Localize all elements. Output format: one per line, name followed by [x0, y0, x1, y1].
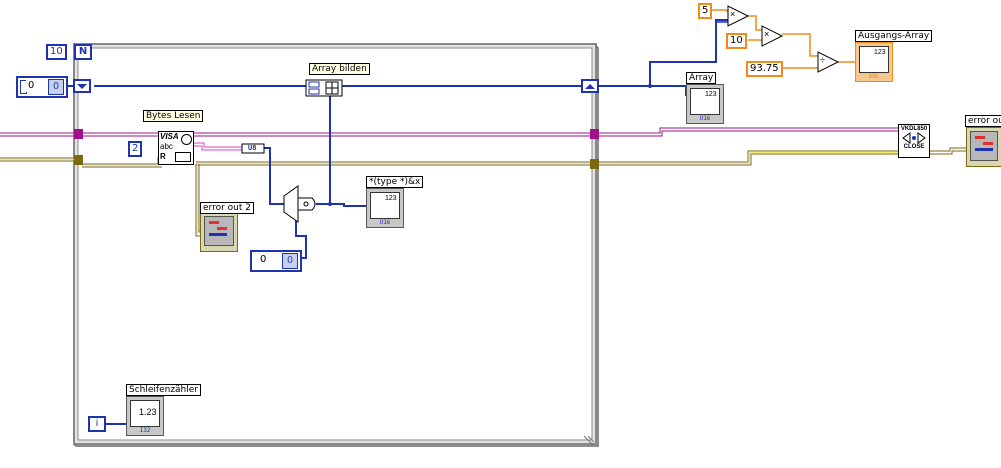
ausgangs-array-screen: 123 [859, 46, 889, 73]
init-index-constant[interactable]: 0 0 [250, 250, 302, 272]
array-foot: U16 [699, 115, 711, 122]
wire-junction [648, 84, 652, 88]
error-wire-highlight [0, 152, 898, 234]
dbl-wires [712, 9, 856, 69]
close-node[interactable]: VKDL850 CLOSE [898, 124, 930, 158]
visa-wire [0, 127, 898, 137]
loop-count-terminal[interactable]: N [74, 44, 92, 60]
iteration-terminal[interactable]: i [88, 416, 106, 432]
schleifenzaehler-indicator[interactable]: 1.23 I32 [126, 396, 164, 436]
close-node-icon [899, 132, 929, 144]
error-out-indicator[interactable] [966, 127, 1001, 167]
array-subset-node[interactable] [283, 185, 316, 223]
shift-register-left[interactable] [73, 79, 91, 93]
string-wire [192, 142, 242, 151]
schleifenzaehler-screen: 1.23 [130, 400, 160, 427]
init-index-value: 0 [260, 254, 267, 265]
error-out-screen [970, 131, 998, 161]
array-label: Array [686, 72, 717, 84]
read-bytes-label: Bytes Lesen [143, 110, 204, 122]
init-index-element: 0 [282, 253, 298, 269]
init-array-index: 0 [26, 80, 37, 92]
schleifenzaehler-foot: I32 [139, 427, 151, 434]
error-tunnel-right[interactable] [590, 159, 599, 169]
constant-10[interactable]: 10 [726, 33, 747, 49]
cast-output-indicator[interactable]: 123 U16 [366, 188, 404, 228]
array-indicator[interactable]: 123 U16 [686, 84, 724, 124]
close-node-label: CLOSE [903, 144, 925, 150]
close-node-title: VKDL850 [900, 126, 928, 132]
constant-5[interactable]: 5 [698, 3, 713, 19]
visa-tunnel-right[interactable] [590, 129, 599, 139]
ausgangs-array-label: Ausgangs-Array [855, 30, 933, 42]
error-out-label: error out [965, 115, 1001, 127]
cast-output-label: *(type *)&x [366, 176, 424, 188]
visa-read-title: VISA [160, 132, 179, 141]
divide-symbol: ÷ [820, 55, 825, 65]
schleifenzaehler-numeric: 1.23 [139, 407, 157, 417]
wire-junction [328, 202, 332, 206]
error-out-2-screen [204, 216, 234, 246]
multiply-node-2[interactable] [761, 25, 784, 47]
build-array-node[interactable] [305, 79, 343, 97]
build-array-label: Array bilden [309, 63, 370, 75]
multiply-symbol-1: × [730, 9, 736, 19]
schleifenzaehler-label: Schleifenzähler [126, 384, 201, 396]
clock-icon [181, 134, 192, 145]
type-cast-label: U8 [248, 144, 257, 152]
buffer-icon [175, 152, 191, 162]
visa-read-type: abc [160, 142, 173, 151]
visa-read-r: R [160, 152, 166, 161]
visa-tunnel-left[interactable] [74, 129, 83, 139]
ausgangs-array-foot: DBL [868, 73, 880, 80]
ausgangs-array-indicator[interactable]: 123 DBL [855, 42, 893, 82]
init-array-constant[interactable]: 0 0 [16, 76, 68, 98]
cast-output-numeric: 123 [385, 195, 397, 202]
error-out-2-label: error out 2 [200, 202, 254, 214]
divide-node[interactable] [817, 51, 840, 73]
visa-read-node[interactable]: VISA abc R [158, 131, 194, 165]
init-array-element: 0 [48, 79, 64, 95]
array-numeric: 123 [705, 91, 717, 98]
cast-output-foot: U16 [379, 219, 391, 226]
error-tunnel-left[interactable] [74, 155, 83, 165]
multiply-node-1[interactable] [727, 5, 750, 27]
cast-output-screen: 123 [370, 192, 400, 219]
shift-register-right[interactable] [581, 79, 599, 93]
ausgangs-array-numeric: 123 [874, 49, 886, 56]
loop-count-constant[interactable]: 10 [46, 44, 67, 60]
array-screen: 123 [690, 88, 720, 115]
type-cast-node[interactable] [241, 143, 265, 154]
constant-93-75[interactable]: 93.75 [746, 61, 783, 77]
multiply-symbol-2: × [764, 29, 770, 39]
error-out-2-indicator[interactable] [200, 212, 238, 252]
bytes-count-constant[interactable]: 2 [128, 141, 143, 157]
